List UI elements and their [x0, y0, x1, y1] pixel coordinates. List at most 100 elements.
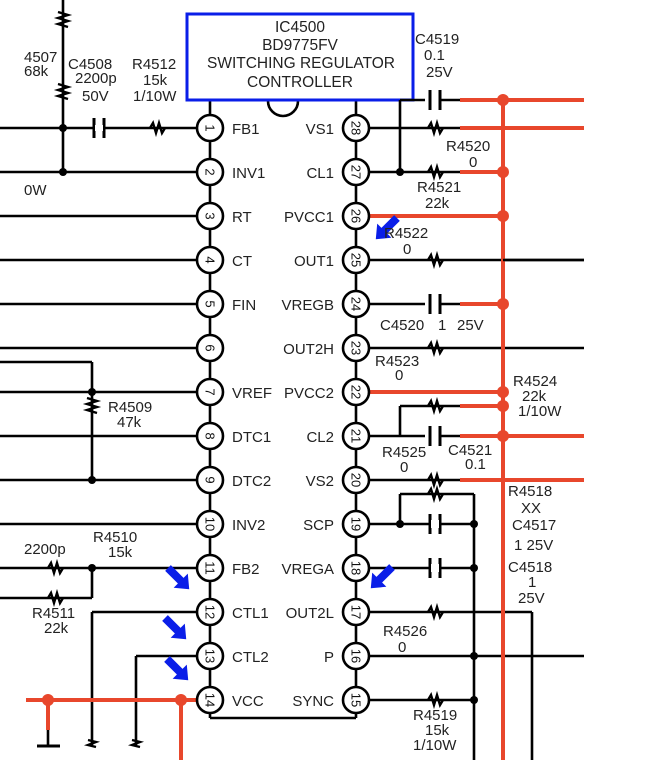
ic-body: [208, 98, 400, 720]
pin-label: FB1: [232, 121, 260, 138]
pin-circle: [341, 509, 371, 539]
ic-part: BD9775FV: [262, 37, 338, 54]
c4521-ref: C4521: [448, 442, 492, 459]
r4521-value: 22k: [425, 195, 450, 212]
pin-label: OUT2L: [286, 605, 334, 622]
r4510-ref: R4510: [93, 529, 137, 546]
pin-3: 3 RT: [195, 201, 252, 231]
pin-label: OUT2H: [283, 341, 334, 358]
junction-dot: [470, 696, 478, 704]
r4512-ref: R4512: [132, 56, 176, 73]
right-pin-group: 28VS127CL126PVCC125OUT124VREGB23OUT2H22P…: [281, 113, 371, 715]
pin-number: 28: [349, 121, 364, 135]
pin-number: 3: [203, 212, 218, 219]
pin-label: CL2: [306, 429, 334, 446]
r4519-ref: R4519: [413, 707, 457, 724]
r4518-ref: R4518: [508, 483, 552, 500]
c4508-rating: 50V: [82, 88, 109, 105]
r4526-value: 0: [398, 639, 406, 656]
r4509-ref: R4509: [108, 399, 152, 416]
arrow-icon: [165, 565, 190, 590]
pin-circle: [195, 597, 225, 627]
pin-number: 5: [203, 300, 218, 307]
ic-desc-1: SWITCHING REGULATOR: [207, 55, 395, 72]
left-partial-label: 0W: [24, 182, 47, 199]
pin-number: 18: [349, 561, 364, 575]
pin-number: 25: [349, 253, 364, 267]
pin-number: 10: [203, 517, 218, 531]
pin-number: 22: [349, 385, 364, 399]
r4511-ref: R4511: [32, 605, 75, 622]
pin-number: 14: [203, 693, 218, 707]
pin-circle: [341, 245, 371, 275]
c4518-rating: 25V: [518, 590, 545, 607]
pin-circle: [195, 333, 225, 363]
vcc-net: [26, 694, 196, 760]
pin-circle: [195, 465, 225, 495]
pin-label: VS1: [306, 121, 334, 138]
c4519-ref: C4519: [415, 31, 459, 48]
pin-25: 25 OUT1: [294, 245, 371, 275]
r4522-ref: R4522: [384, 225, 428, 242]
pin-circle: [341, 685, 371, 715]
pin-number: 27: [349, 165, 364, 179]
r4526-ref: R4526: [383, 623, 427, 640]
pin-number: 2: [203, 168, 218, 175]
r4510-value: 15k: [108, 544, 133, 561]
pin-label: VREF: [232, 385, 272, 402]
right-capacitors: [428, 90, 460, 578]
r4522-value: 0: [403, 241, 411, 258]
pin-label: SYNC: [292, 693, 334, 710]
pin-circle: [341, 113, 371, 143]
c4519-value: 0.1: [424, 47, 445, 64]
r4512-value: 15k: [143, 72, 168, 89]
pin-label: OUT1: [294, 253, 334, 270]
junction-dot: [59, 168, 67, 176]
r4524-rating: 1/10W: [518, 403, 562, 420]
pin-label: RT: [232, 209, 252, 226]
pin-number: 7: [203, 388, 218, 395]
c4517-ref: C4517: [512, 517, 556, 534]
pin-label: CL1: [306, 165, 334, 182]
junction-dot: [470, 564, 478, 572]
pin-number: 13: [203, 649, 218, 663]
r4525-ref: R4525: [382, 444, 426, 461]
r4519-value: 15k: [425, 722, 450, 739]
r4511-value: 22k: [44, 620, 69, 637]
pin-28: 28 VS1: [306, 113, 371, 143]
pin-circle: [195, 641, 225, 671]
pin-number: 16: [349, 649, 364, 663]
pin-circle: [341, 289, 371, 319]
pin-circle: [195, 157, 225, 187]
arrow-icon: [164, 656, 189, 681]
c4508-ref: C4508: [68, 56, 112, 73]
r4525-value: 0: [400, 459, 408, 476]
pin-6: 6: [195, 333, 225, 363]
pin-circle: [195, 377, 225, 407]
r4521-ref: R4521: [417, 179, 461, 196]
right-wires: [370, 98, 584, 760]
pin-label: DTC1: [232, 429, 271, 446]
junction-dot: [396, 168, 404, 176]
pin-number: 15: [349, 693, 364, 707]
pin-circle: [341, 201, 371, 231]
component-labels: 4507 68k C4508 2200p 50V R4512 15k 1/10W…: [24, 31, 562, 754]
pin-15: 15 SYNC: [292, 685, 371, 715]
pin-16: 16P: [324, 641, 371, 671]
r4524-value: 22k: [522, 388, 547, 405]
r4519-rating: 1/10W: [413, 737, 457, 754]
pin-7: 7 VREF: [195, 377, 272, 407]
